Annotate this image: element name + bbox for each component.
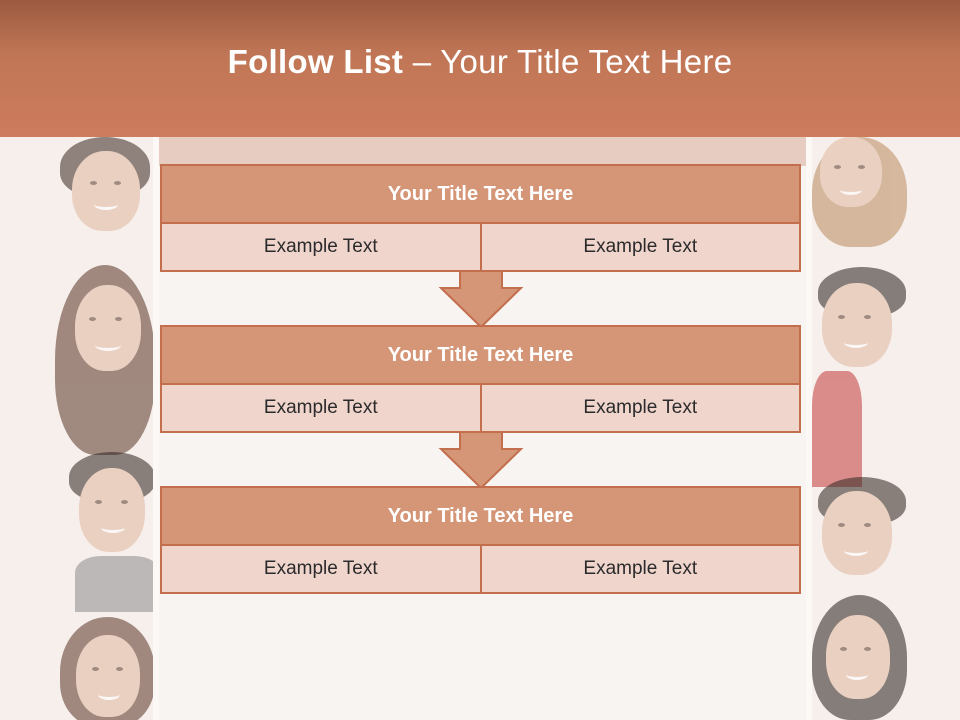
person-photo [50, 137, 153, 267]
person-photo [65, 452, 153, 612]
person-photo [812, 595, 907, 720]
block-cell-right[interactable]: Example Text [479, 224, 800, 270]
block-title[interactable]: Your Title Text Here [162, 327, 799, 385]
slide-title-bold: Follow List [227, 42, 404, 80]
down-arrow-icon [438, 270, 524, 328]
block-cell-right[interactable]: Example Text [479, 546, 800, 592]
slide-title-rest: – Your Title Text Here [403, 42, 733, 80]
person-photo [55, 265, 153, 465]
header-band [0, 137, 960, 166]
left-photo-strip [0, 137, 153, 720]
person-photo [812, 477, 907, 607]
block-title[interactable]: Your Title Text Here [162, 166, 799, 224]
block-cell-left[interactable]: Example Text [263, 236, 378, 257]
slide-header: Follow List – Your Title Text Here [0, 0, 960, 137]
panel-edge-left [153, 137, 159, 720]
right-photo-strip [812, 137, 960, 720]
block-row: Example Text Example Text [162, 224, 799, 270]
list-block-2[interactable]: Your Title Text Here Example Text Exampl… [160, 325, 801, 433]
block-title[interactable]: Your Title Text Here [162, 488, 799, 546]
person-photo [812, 137, 907, 247]
block-cell-left[interactable]: Example Text [263, 558, 378, 579]
block-cell-left[interactable]: Example Text [263, 397, 378, 418]
slide-title: Follow List – Your Title Text Here [228, 43, 733, 81]
person-photo [60, 617, 153, 720]
person-photo [812, 267, 907, 487]
block-row: Example Text Example Text [162, 546, 799, 592]
block-cell-right[interactable]: Example Text [479, 385, 800, 431]
panel-edge-right [806, 137, 812, 720]
block-row: Example Text Example Text [162, 385, 799, 431]
list-block-3[interactable]: Your Title Text Here Example Text Exampl… [160, 486, 801, 594]
down-arrow-icon [438, 431, 524, 489]
list-block-1[interactable]: Your Title Text Here Example Text Exampl… [160, 164, 801, 272]
